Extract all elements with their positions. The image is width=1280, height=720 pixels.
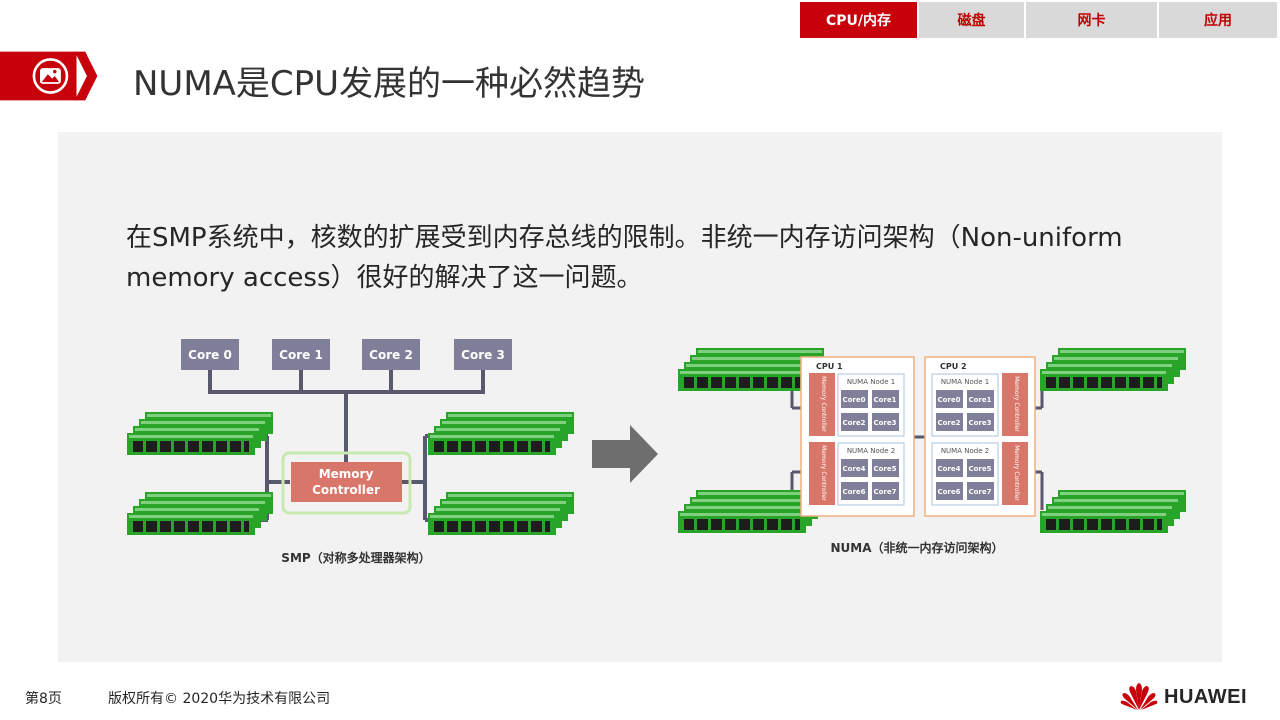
numa-core-label: Core1 <box>968 396 991 404</box>
smp-core-label: Core 2 <box>369 348 413 362</box>
numa-core <box>936 413 963 431</box>
numa-core-label: Core4 <box>937 465 960 473</box>
copyright-text: 版权所有© 2020华为技术有限公司 <box>108 691 331 707</box>
tab-nic[interactable]: 网卡 <box>1026 2 1157 38</box>
numa-core <box>967 390 994 408</box>
smp-core-label: Core 1 <box>279 348 323 362</box>
numa-ram-top-right <box>1040 348 1186 391</box>
numa-core-label: Core6 <box>842 488 865 496</box>
numa-memory-controller <box>809 373 835 436</box>
numa-core-label: Core6 <box>937 488 960 496</box>
section-tabs: CPU/内存 磁盘 网卡 应用 <box>800 2 1279 38</box>
numa-controller-label: Memory Controller <box>1013 445 1020 501</box>
smp-ram-top-right <box>428 412 574 455</box>
numa-memory-controller <box>1002 442 1028 505</box>
brand-name: HUAWEI <box>1164 685 1247 708</box>
numa-core <box>841 459 868 477</box>
numa-controller-label: Memory Controller <box>1013 376 1020 432</box>
numa-diagram: CPU 1 Memory Controller Memory Controlle… <box>678 348 1186 555</box>
numa-core <box>841 413 868 431</box>
numa-core-label: Core0 <box>937 396 960 404</box>
huawei-logo: HUAWEI <box>1120 682 1247 712</box>
numa-node-label: NUMA Node 1 <box>941 378 989 386</box>
numa-ram-bottom-right <box>1040 490 1186 533</box>
numa-core-label: Core7 <box>873 488 896 496</box>
page-title: NUMA是CPU发展的一种必然趋势 <box>133 64 646 104</box>
numa-core <box>872 482 899 500</box>
smp-core-1 <box>272 339 330 370</box>
page-number: 第8页 <box>25 691 62 707</box>
numa-core <box>967 482 994 500</box>
smp-memory-controller <box>291 462 402 502</box>
smp-core-0 <box>181 339 239 370</box>
smp-controller-label: Memory <box>319 467 374 481</box>
numa-core <box>841 390 868 408</box>
numa-core <box>872 459 899 477</box>
smp-core-label: Core 3 <box>461 348 505 362</box>
smp-diagram: Core 0 Core 1 Core 2 Core 3 Memory Contr… <box>127 339 574 565</box>
picture-icon <box>32 58 69 94</box>
intro-text: 在SMP系统中，核数的扩展受到内存总线的限制。非统一内存访问架构（Non-uni… <box>126 223 1123 293</box>
numa-core <box>936 390 963 408</box>
numa-core <box>841 482 868 500</box>
numa-core <box>936 482 963 500</box>
smp-caption: SMP（对称多处理器架构） <box>281 550 430 565</box>
numa-core-label: Core5 <box>968 465 991 473</box>
numa-memory-controller <box>809 442 835 505</box>
tab-application[interactable]: 应用 <box>1159 2 1277 38</box>
numa-core-label: Core0 <box>842 396 865 404</box>
smp-core-label: Core 0 <box>188 348 232 362</box>
numa-core-label: Core3 <box>968 419 991 427</box>
header-accent <box>0 51 98 101</box>
numa-node-label: NUMA Node 1 <box>847 378 895 386</box>
smp-core-2 <box>362 339 420 370</box>
numa-core-label: Core2 <box>842 419 865 427</box>
numa-controller-label: Memory Controller <box>820 376 827 432</box>
huawei-flower-icon <box>1120 683 1158 710</box>
numa-cpu-label: CPU 2 <box>940 362 967 371</box>
smp-ram-bottom-right <box>428 492 574 535</box>
smp-core-3 <box>454 339 512 370</box>
numa-core <box>936 459 963 477</box>
numa-core <box>872 390 899 408</box>
tab-disk[interactable]: 磁盘 <box>919 2 1024 38</box>
tab-cpu-memory[interactable]: CPU/内存 <box>800 2 917 38</box>
numa-caption: NUMA（非统一内存访问架构） <box>830 540 1003 555</box>
numa-core-label: Core3 <box>873 419 896 427</box>
numa-core <box>967 413 994 431</box>
numa-core <box>872 413 899 431</box>
numa-cpu-label: CPU 1 <box>816 362 843 371</box>
smp-controller-label: Controller <box>312 483 380 497</box>
numa-node-label: NUMA Node 2 <box>847 447 895 455</box>
numa-memory-controller <box>1002 373 1028 436</box>
numa-core-label: Core7 <box>968 488 991 496</box>
numa-core-label: Core4 <box>842 465 865 473</box>
numa-core-label: Core1 <box>873 396 896 404</box>
numa-core-label: Core2 <box>937 419 960 427</box>
smp-ram-top-left <box>127 412 273 455</box>
numa-core <box>967 459 994 477</box>
numa-node-label: NUMA Node 2 <box>941 447 989 455</box>
smp-bus <box>208 370 485 522</box>
numa-core-label: Core5 <box>873 465 896 473</box>
smp-controller-glow <box>281 451 412 515</box>
numa-controller-label: Memory Controller <box>820 445 827 501</box>
smp-ram-bottom-left <box>127 492 273 535</box>
transition-arrow <box>592 425 658 483</box>
